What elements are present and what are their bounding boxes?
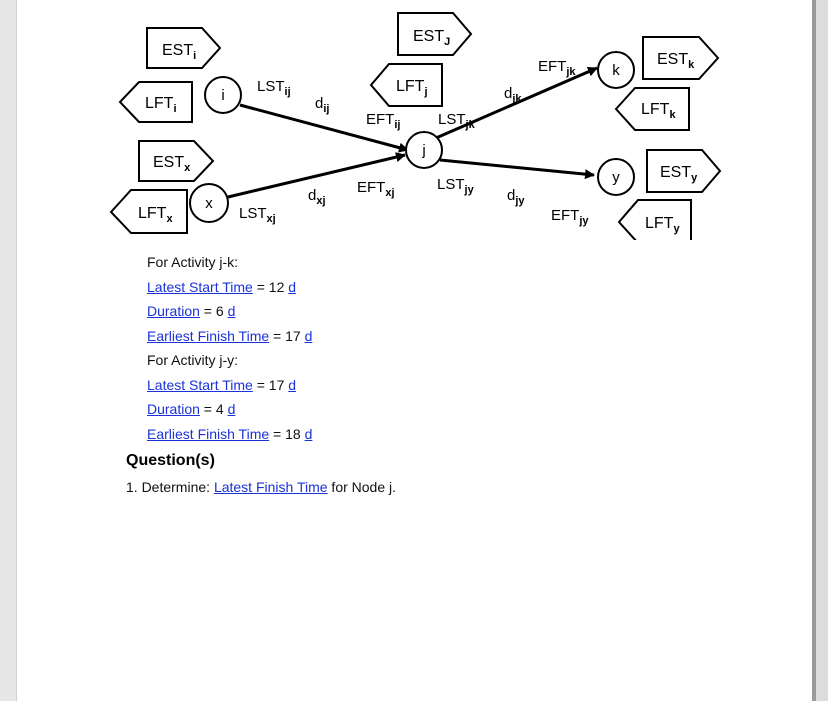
svg-text:ESTy: ESTy xyxy=(660,164,698,184)
page-edge-shadow xyxy=(812,0,828,701)
edge-i-j xyxy=(239,103,409,153)
days-unit-link[interactable]: d xyxy=(304,327,313,344)
svg-text:LFTy: LFTy xyxy=(645,215,680,235)
earliest-finish-time-link[interactable]: Earliest Finish Time xyxy=(147,327,270,344)
svg-text:ESTi: ESTi xyxy=(162,42,196,62)
box-lft-i: LFTi xyxy=(118,81,193,123)
question-1: 1. Determine: Latest Finish Time for Nod… xyxy=(126,479,396,495)
box-est-x: ESTx xyxy=(138,140,215,182)
box-est-k: ESTk xyxy=(642,36,720,80)
question-suffix: for Node j. xyxy=(327,479,397,495)
svg-text:LFTi: LFTi xyxy=(145,95,177,115)
days-unit-link[interactable]: d xyxy=(227,401,236,417)
node-i-label: i xyxy=(221,87,224,104)
value-text: = 6 xyxy=(199,303,228,319)
edge-x-j xyxy=(227,152,406,199)
svg-text:LFTj: LFTj xyxy=(396,78,428,98)
activity-network-diagram: i j k x y ESTi ESTJ ESTk xyxy=(109,12,722,240)
box-lft-y: LFTy xyxy=(617,199,692,240)
node-y-label: y xyxy=(612,169,620,186)
activity-jk-duration-row: Duration = 6 d xyxy=(147,299,312,324)
activity-jy-duration-row: Duration = 4 d xyxy=(147,397,312,422)
node-y: y xyxy=(597,158,635,196)
questions-heading: Question(s) xyxy=(126,452,215,469)
label-d-jy: djy xyxy=(507,187,525,207)
label-lst-xj: LSTxj xyxy=(239,205,276,225)
activity-jk-lst-row: Latest Start Time = 12 d xyxy=(147,275,312,300)
document-page: i j k x y ESTi ESTJ ESTk xyxy=(16,0,814,701)
activity-jy-heading: For Activity j-y: xyxy=(147,352,239,368)
label-d-ij: dij xyxy=(315,95,329,115)
edge-j-k xyxy=(435,66,598,140)
days-unit-link[interactable]: d xyxy=(288,376,297,393)
box-lft-k: LFTk xyxy=(614,87,690,131)
days-unit-link[interactable]: d xyxy=(227,303,236,319)
earliest-finish-time-link[interactable]: Earliest Finish Time xyxy=(147,425,270,442)
edge-j-y xyxy=(439,158,595,180)
node-k-label: k xyxy=(612,62,620,79)
box-est-y: ESTy xyxy=(646,149,722,193)
node-x-label: x xyxy=(205,195,213,212)
label-lst-jk: LSTjk xyxy=(438,111,476,131)
label-eft-ij: EFTij xyxy=(366,111,400,131)
svg-text:LFTx: LFTx xyxy=(138,205,173,225)
node-i: i xyxy=(204,76,242,114)
label-d-jk: djk xyxy=(504,85,522,105)
node-x: x xyxy=(189,183,229,223)
svg-text:LFTk: LFTk xyxy=(641,101,676,121)
activity-info: For Activity j-k: Latest Start Time = 12… xyxy=(147,250,312,446)
label-eft-xj: EFTxj xyxy=(357,179,395,199)
value-text: = 4 xyxy=(199,401,228,417)
label-eft-jy: EFTjy xyxy=(551,207,589,227)
value-text: = 17 xyxy=(252,376,289,393)
box-est-j: ESTJ xyxy=(397,12,473,56)
box-lft-x: LFTx xyxy=(109,189,188,234)
box-lft-j: LFTj xyxy=(369,63,443,107)
latest-start-time-link[interactable]: Latest Start Time xyxy=(147,376,253,393)
label-lst-ij: LSTij xyxy=(257,78,291,98)
value-text: = 18 xyxy=(269,425,305,442)
node-j: j xyxy=(405,131,443,169)
svg-text:ESTJ: ESTJ xyxy=(413,28,450,48)
duration-link[interactable]: Duration xyxy=(147,401,200,417)
activity-jk-eft-row: Earliest Finish Time = 17 d xyxy=(147,324,312,349)
value-text: = 17 xyxy=(269,327,305,344)
label-eft-jk: EFTjk xyxy=(538,58,576,78)
box-est-i: ESTi xyxy=(146,27,222,69)
svg-text:ESTx: ESTx xyxy=(153,154,191,174)
value-text: = 12 xyxy=(252,278,289,295)
activity-jy-eft-row: Earliest Finish Time = 18 d xyxy=(147,422,312,447)
node-j-label: j xyxy=(421,142,425,159)
days-unit-link[interactable]: d xyxy=(304,425,313,442)
duration-link[interactable]: Duration xyxy=(147,303,200,319)
days-unit-link[interactable]: d xyxy=(288,278,297,295)
activity-jy-lst-row: Latest Start Time = 17 d xyxy=(147,373,312,398)
latest-start-time-link[interactable]: Latest Start Time xyxy=(147,278,253,295)
activity-jk-heading: For Activity j-k: xyxy=(147,254,239,270)
question-prefix: 1. Determine: xyxy=(126,479,214,495)
node-k: k xyxy=(597,51,635,89)
label-lst-jy: LSTjy xyxy=(437,176,475,196)
svg-text:ESTk: ESTk xyxy=(657,51,695,71)
latest-finish-time-link[interactable]: Latest Finish Time xyxy=(213,479,328,495)
label-d-xj: dxj xyxy=(308,187,326,207)
